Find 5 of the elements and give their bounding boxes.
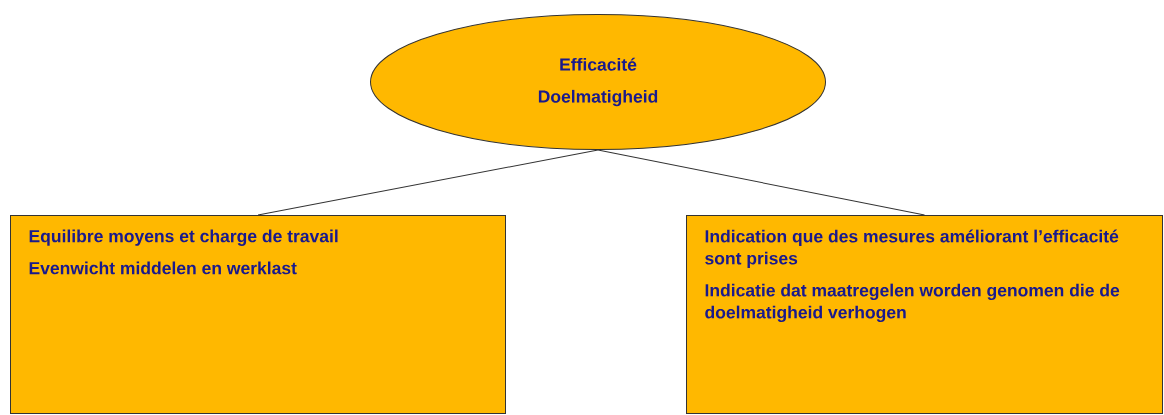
text-box: Equilibre moyens et charge de travail Evenwicht middelen en werklast: [10, 215, 506, 414]
connector-line: [597, 149, 925, 216]
ellipse-node: Efficacité Doelmatigheid: [370, 14, 826, 150]
connector-line: [257, 149, 599, 216]
text-box: Indication que des mesures améliorant l’efficacité sont prises Indicatie dat maatregelen worden genomen die de doelmatigheid verhogen: [686, 215, 1163, 414]
